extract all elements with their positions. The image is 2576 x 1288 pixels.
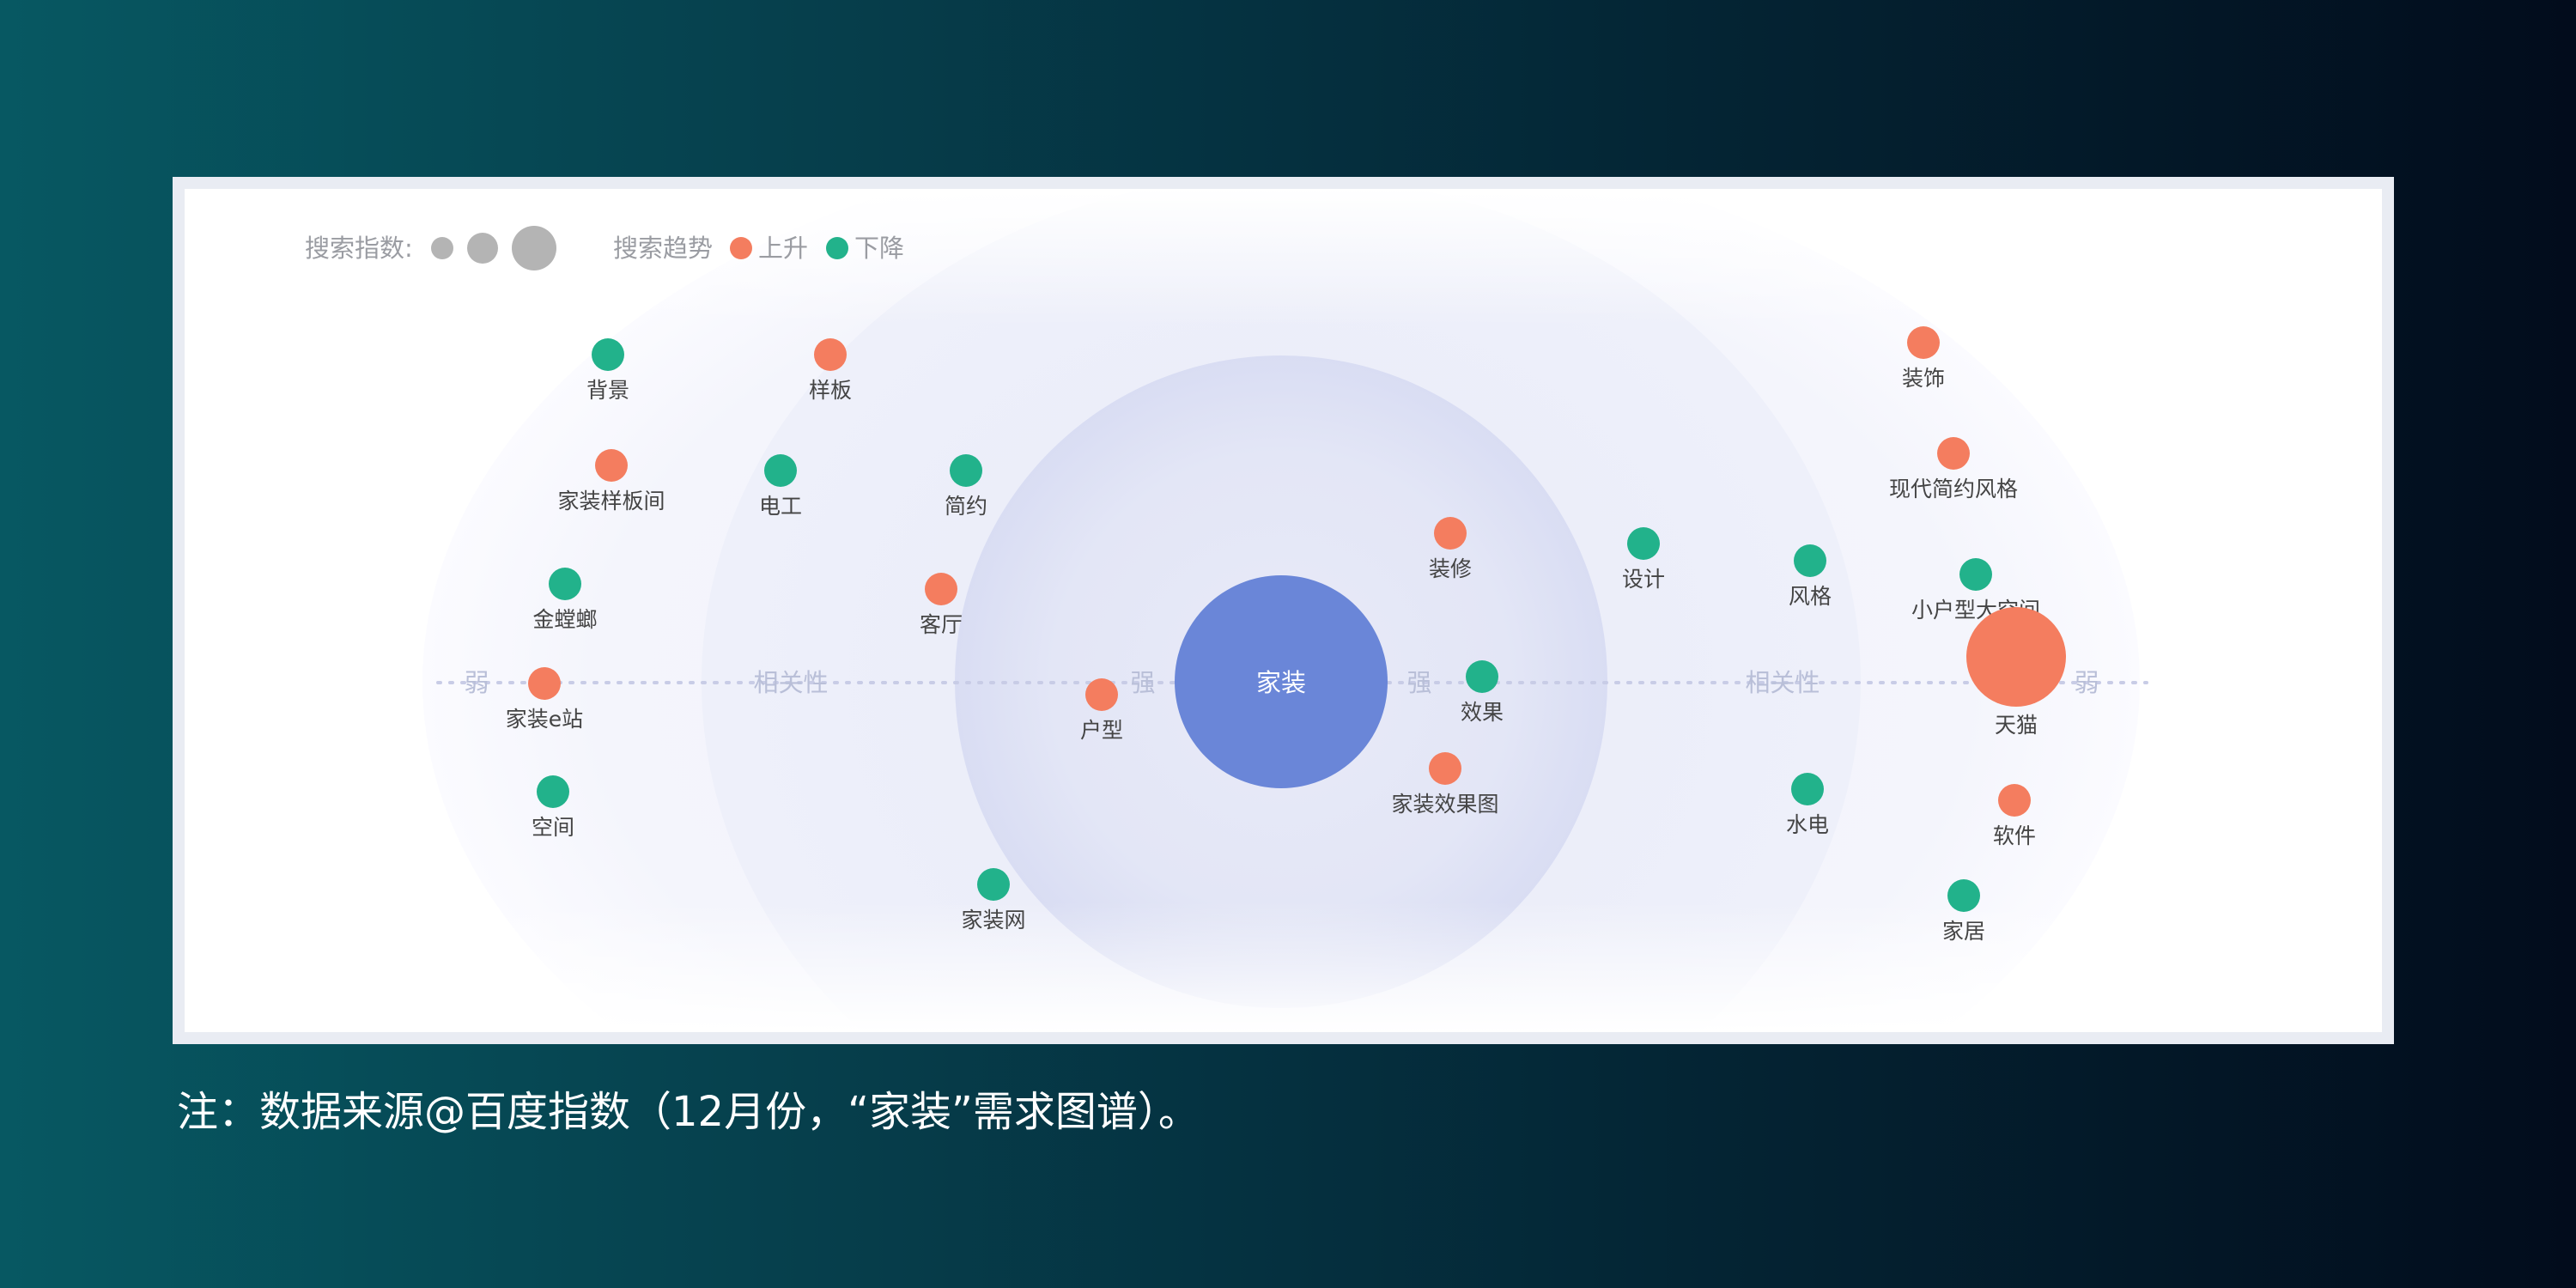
keyword-node-label: 效果 — [1461, 700, 1504, 725]
keyword-node-label: 现代简约风格 — [1889, 477, 2018, 501]
keyword-node-label: 设计 — [1622, 567, 1665, 592]
center-node — [1175, 575, 1388, 788]
chart-panel: 弱 相关性 强 强 相关性 弱 搜索指数: 搜索趋势 上升 下降 家装 背景 样板… — [185, 189, 2382, 1032]
axis-strong-right: 强 — [1406, 668, 1431, 697]
keyword-node-dot — [1947, 879, 1980, 912]
axis-weak-right: 弱 — [2074, 668, 2099, 697]
keyword-node: 风格 — [1789, 544, 1832, 609]
legend-size-large-dot — [512, 226, 556, 270]
keyword-node: 效果 — [1461, 660, 1504, 725]
keyword-node: 天猫 — [1966, 607, 2066, 738]
keyword-node-label: 样板 — [809, 378, 852, 403]
keyword-node-dot — [595, 449, 628, 482]
keyword-node: 简约 — [945, 454, 987, 519]
demand-graph: 弱 相关性 强 强 相关性 弱 搜索指数: 搜索趋势 上升 下降 家装 背景 样板… — [185, 189, 2382, 1032]
chart-card: 弱 相关性 强 强 相关性 弱 搜索指数: 搜索趋势 上升 下降 家装 背景 样板… — [173, 177, 2394, 1044]
keyword-node-dot — [925, 573, 957, 605]
keyword-node-label: 客厅 — [920, 612, 963, 637]
keyword-node: 水电 — [1786, 773, 1829, 837]
ring-bottom-fade — [185, 902, 2382, 1032]
legend-size-small-dot — [431, 237, 453, 259]
keyword-node-dot — [977, 868, 1010, 901]
legend-rise-dot — [730, 237, 752, 259]
keyword-node: 金螳螂 — [532, 568, 598, 632]
keyword-node-dot — [537, 775, 569, 808]
keyword-node-label: 空间 — [532, 815, 574, 840]
keyword-node: 电工 — [759, 454, 802, 519]
keyword-node-dot — [528, 667, 561, 700]
keyword-node-dot — [1907, 326, 1940, 359]
legend: 搜索指数: 搜索趋势 上升 下降 — [305, 226, 904, 270]
keyword-node: 家装样板间 — [557, 449, 665, 513]
keyword-node-dot — [549, 568, 581, 600]
legend-fall-dot — [826, 237, 848, 259]
keyword-node: 样板 — [809, 338, 852, 403]
keyword-node: 装修 — [1429, 517, 1472, 581]
keyword-node-label: 软件 — [1993, 823, 2036, 848]
keyword-node-dot — [950, 454, 982, 487]
keyword-node-dot — [1959, 558, 1992, 591]
keyword-node-label: 户型 — [1080, 718, 1123, 743]
keyword-node-label: 电工 — [759, 494, 802, 519]
keyword-node: 家装e站 — [506, 667, 583, 732]
legend-rise-label: 上升 — [758, 234, 808, 263]
axis-strong-left: 强 — [1130, 668, 1155, 697]
keyword-node-dot — [1466, 660, 1498, 693]
keyword-node-label: 水电 — [1786, 812, 1829, 837]
keyword-node-label: 家装样板间 — [557, 489, 665, 513]
axis-weak-left: 弱 — [464, 668, 489, 697]
keyword-node-label: 家装网 — [961, 908, 1025, 933]
keyword-node: 装饰 — [1902, 326, 1945, 391]
keyword-node-dot — [1966, 607, 2066, 707]
keyword-node-label: 家装效果图 — [1391, 792, 1498, 817]
keyword-node-dot — [1937, 437, 1970, 470]
keyword-node: 家居 — [1942, 879, 1985, 944]
keyword-node-dot — [1998, 784, 2031, 817]
keyword-node-label: 简约 — [945, 494, 987, 519]
center-node-label: 家装 — [1256, 668, 1306, 697]
keyword-node: 设计 — [1622, 527, 1665, 592]
keyword-node: 空间 — [532, 775, 574, 840]
legend-size-label: 搜索指数: — [305, 234, 413, 263]
keyword-node: 现代简约风格 — [1889, 437, 2018, 501]
keyword-node-label: 装修 — [1429, 556, 1472, 581]
keyword-node: 客厅 — [920, 573, 963, 637]
axis-relevance-right: 相关性 — [1745, 668, 1820, 697]
keyword-node-dot — [764, 454, 797, 487]
keyword-node-dot — [814, 338, 847, 371]
keyword-node: 软件 — [1993, 784, 2036, 848]
keyword-node-dot — [1794, 544, 1826, 577]
keyword-node: 家装效果图 — [1391, 752, 1499, 817]
keyword-node-dot — [1791, 773, 1824, 805]
legend-size-medium-dot — [467, 233, 498, 264]
footnote: 注：数据来源@百度指数（12月份，“家装”需求图谱）。 — [177, 1088, 1200, 1136]
keyword-node: 户型 — [1080, 678, 1123, 743]
keyword-node-label: 装饰 — [1902, 366, 1945, 391]
keyword-node-dot — [1429, 752, 1461, 785]
keyword-node: 家装网 — [961, 868, 1026, 933]
keyword-node-label: 天猫 — [1995, 713, 2038, 738]
legend-fall-label: 下降 — [854, 234, 904, 263]
keyword-node-label: 家装e站 — [506, 707, 583, 732]
keyword-node-label: 金螳螂 — [532, 607, 597, 632]
legend-trend-label: 搜索趋势 — [613, 234, 713, 263]
keyword-node: 背景 — [586, 338, 629, 403]
keyword-node-label: 家居 — [1942, 919, 1985, 944]
keyword-node-dot — [1085, 678, 1118, 711]
keyword-node-label: 风格 — [1789, 584, 1832, 609]
keyword-node-label: 背景 — [586, 378, 629, 403]
keyword-node-dot — [1434, 517, 1467, 550]
keyword-node-dot — [1627, 527, 1660, 560]
axis-relevance-left: 相关性 — [753, 668, 828, 697]
keyword-node-dot — [592, 338, 624, 371]
